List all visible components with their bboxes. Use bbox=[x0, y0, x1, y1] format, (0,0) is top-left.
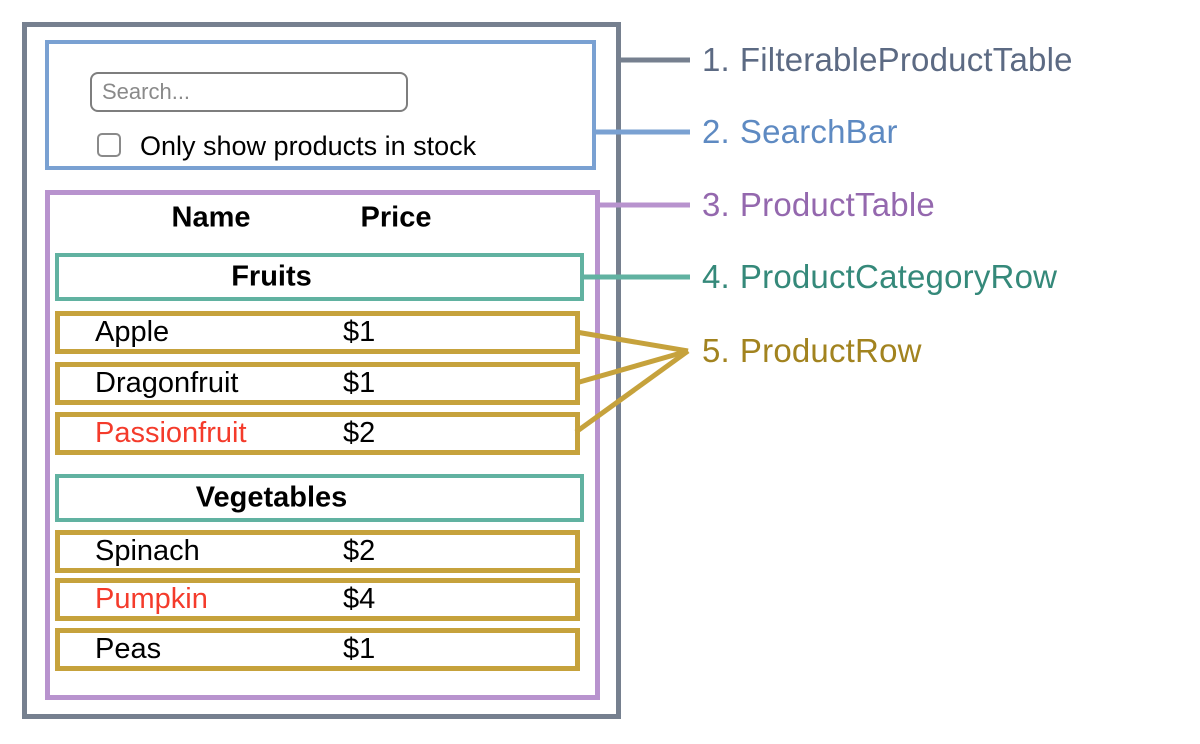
product-name: Dragonfruit bbox=[95, 367, 239, 399]
product-row-dragonfruit: Dragonfruit $1 bbox=[55, 362, 580, 405]
legend-number: 4. bbox=[702, 258, 730, 295]
legend-number: 1. bbox=[702, 41, 730, 78]
legend-product-table: 3.ProductTable bbox=[702, 186, 935, 224]
product-price: $1 bbox=[343, 633, 376, 665]
legend-number: 3. bbox=[702, 186, 730, 223]
category-row-vegetables: Vegetables bbox=[55, 474, 584, 522]
legend-label: ProductCategoryRow bbox=[739, 258, 1058, 295]
product-name: Peas bbox=[95, 633, 162, 665]
product-name: Spinach bbox=[95, 535, 200, 567]
product-name: Pumpkin bbox=[95, 583, 208, 615]
legend-search-bar: 2.SearchBar bbox=[702, 113, 898, 151]
legend-number: 2. bbox=[702, 113, 730, 150]
search-input[interactable] bbox=[90, 72, 408, 112]
category-row-fruits: Fruits bbox=[55, 253, 584, 301]
product-row-pumpkin: Pumpkin $4 bbox=[55, 578, 580, 621]
product-row-spinach: Spinach $2 bbox=[55, 530, 580, 573]
legend-label: ProductTable bbox=[739, 186, 935, 223]
product-price: $1 bbox=[343, 316, 376, 348]
legend-label: SearchBar bbox=[739, 113, 898, 150]
column-header-name: Name bbox=[171, 201, 251, 234]
product-price: $1 bbox=[343, 367, 376, 399]
product-price: $2 bbox=[343, 535, 376, 567]
column-header-price: Price bbox=[360, 201, 432, 234]
legend-product-category-row: 4.ProductCategoryRow bbox=[702, 258, 1057, 296]
category-label: Fruits bbox=[231, 260, 312, 293]
in-stock-checkbox-label: Only show products in stock bbox=[140, 131, 477, 161]
product-row-passionfruit: Passionfruit $2 bbox=[55, 412, 580, 455]
product-price: $4 bbox=[343, 583, 376, 615]
product-price: $2 bbox=[343, 417, 376, 449]
product-name: Apple bbox=[95, 316, 170, 348]
product-row-peas: Peas $1 bbox=[55, 628, 580, 671]
legend-label: FilterableProductTable bbox=[739, 41, 1073, 78]
category-label: Vegetables bbox=[195, 481, 348, 514]
legend-number: 5. bbox=[702, 332, 730, 369]
legend-product-row: 5.ProductRow bbox=[702, 332, 922, 370]
legend-label: ProductRow bbox=[739, 332, 922, 369]
legend-filterable-product-table: 1.FilterableProductTable bbox=[702, 41, 1073, 79]
product-name: Passionfruit bbox=[95, 417, 247, 449]
product-row-apple: Apple $1 bbox=[55, 311, 580, 354]
in-stock-checkbox[interactable] bbox=[97, 133, 121, 157]
